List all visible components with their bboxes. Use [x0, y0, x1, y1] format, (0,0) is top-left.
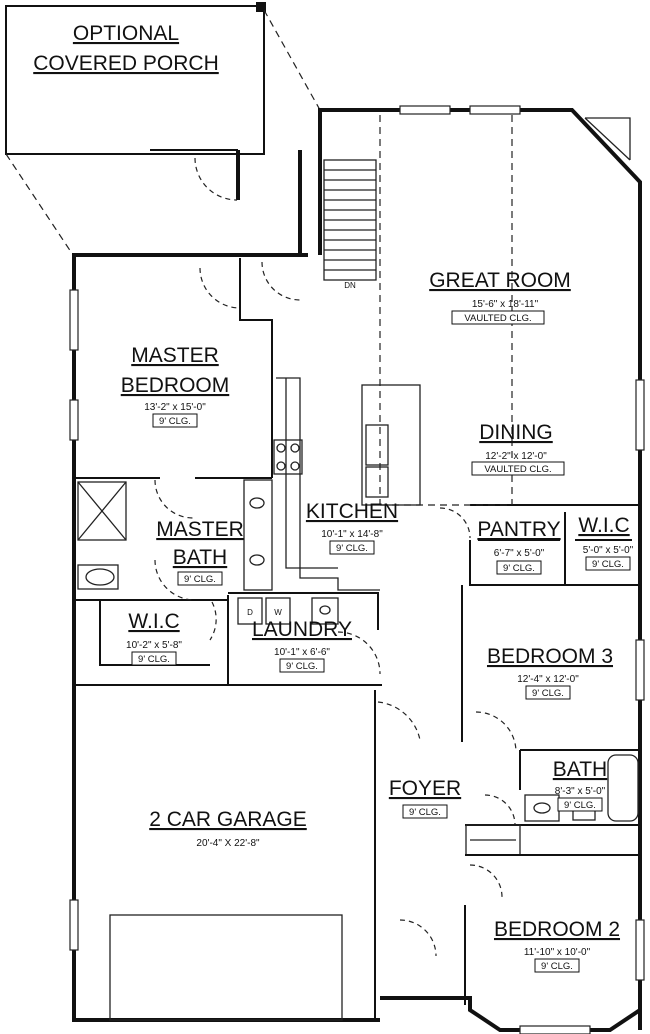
great-room-clg: VAULTED CLG. — [464, 313, 531, 324]
wic-master-name: W.I.C — [128, 610, 179, 633]
dining-name: DINING — [479, 421, 553, 444]
master-bath-clg: 9' CLG. — [184, 574, 216, 585]
pantry-clg: 9' CLG. — [503, 563, 535, 574]
master-bath-name-line1: MASTER — [156, 518, 244, 541]
master-bedroom-clg: 9' CLG. — [159, 416, 191, 427]
interior-walls — [74, 258, 640, 1021]
bedroom2-name: BEDROOM 2 — [494, 918, 620, 941]
wic-right-clg: 9' CLG. — [592, 559, 624, 570]
master-bedroom-name-line2: BEDROOM — [121, 374, 230, 397]
windows — [69, 105, 645, 1034]
master-bedroom-name-line1: MASTER — [131, 344, 219, 367]
great-room-dim: 15'-6" x 18'-11" — [472, 299, 539, 310]
bedroom2-dim: 11'-10" x 10'-0" — [524, 947, 591, 958]
laundry-clg: 9' CLG. — [286, 661, 318, 672]
foyer-name: FOYER — [389, 777, 461, 800]
pantry-dim: 6'-7" x 5'-0" — [494, 548, 545, 559]
exterior-walls — [72, 108, 642, 1032]
bedroom3-name: BEDROOM 3 — [487, 645, 613, 668]
door-swings — [154, 157, 517, 957]
wic-right-name: W.I.C — [578, 514, 629, 537]
kitchen-clg: 9' CLG. — [336, 543, 368, 554]
kitchen-dim: 10'-1" x 14'-8" — [321, 529, 383, 540]
garage-name: 2 CAR GARAGE — [149, 808, 307, 831]
porch-name-line1: OPTIONAL — [73, 22, 179, 45]
bedroom2-clg: 9' CLG. — [541, 961, 573, 972]
vault-lines — [379, 115, 513, 506]
bedroom3-clg: 9' CLG. — [532, 688, 564, 699]
bath-name: BATH — [553, 758, 607, 781]
fireplace — [584, 117, 631, 161]
garage-dim: 20'-4" X 22'-8" — [196, 838, 260, 849]
foyer-clg: 9' CLG. — [409, 807, 441, 818]
kitchen-name: KITCHEN — [306, 500, 398, 523]
bath-clg: 9' CLG. — [564, 800, 596, 811]
porch-name-line2: COVERED PORCH — [33, 52, 219, 75]
pantry-name: PANTRY — [477, 518, 560, 541]
laundry-name: LAUNDRY — [252, 618, 352, 641]
dining-dim: 12'-2" x 12'-0" — [485, 451, 547, 462]
laundry-dim: 10'-1" x 6'-6" — [274, 647, 330, 658]
wic-master-dim: 10'-2" x 5'-8" — [126, 640, 182, 651]
wic-right-dim: 5'-0" x 5'-0" — [583, 545, 634, 556]
master-bath-name-line2: BATH — [173, 546, 227, 569]
wic-master-clg: 9' CLG. — [138, 654, 170, 665]
great-room-name: GREAT ROOM — [429, 269, 571, 292]
dryer-label: D — [247, 608, 253, 617]
dining-clg: VAULTED CLG. — [484, 464, 551, 475]
washer-label: W — [274, 608, 282, 617]
master-bedroom-dim: 13'-2" x 15'-0" — [144, 402, 206, 413]
stair-dn-label: DN — [344, 281, 356, 290]
stair: DN — [323, 159, 377, 290]
bath-dim: 8'-3" x 5'-0" — [555, 786, 606, 797]
porch-outline — [5, 2, 321, 259]
bedroom3-dim: 12'-4" x 12'-0" — [517, 674, 579, 685]
